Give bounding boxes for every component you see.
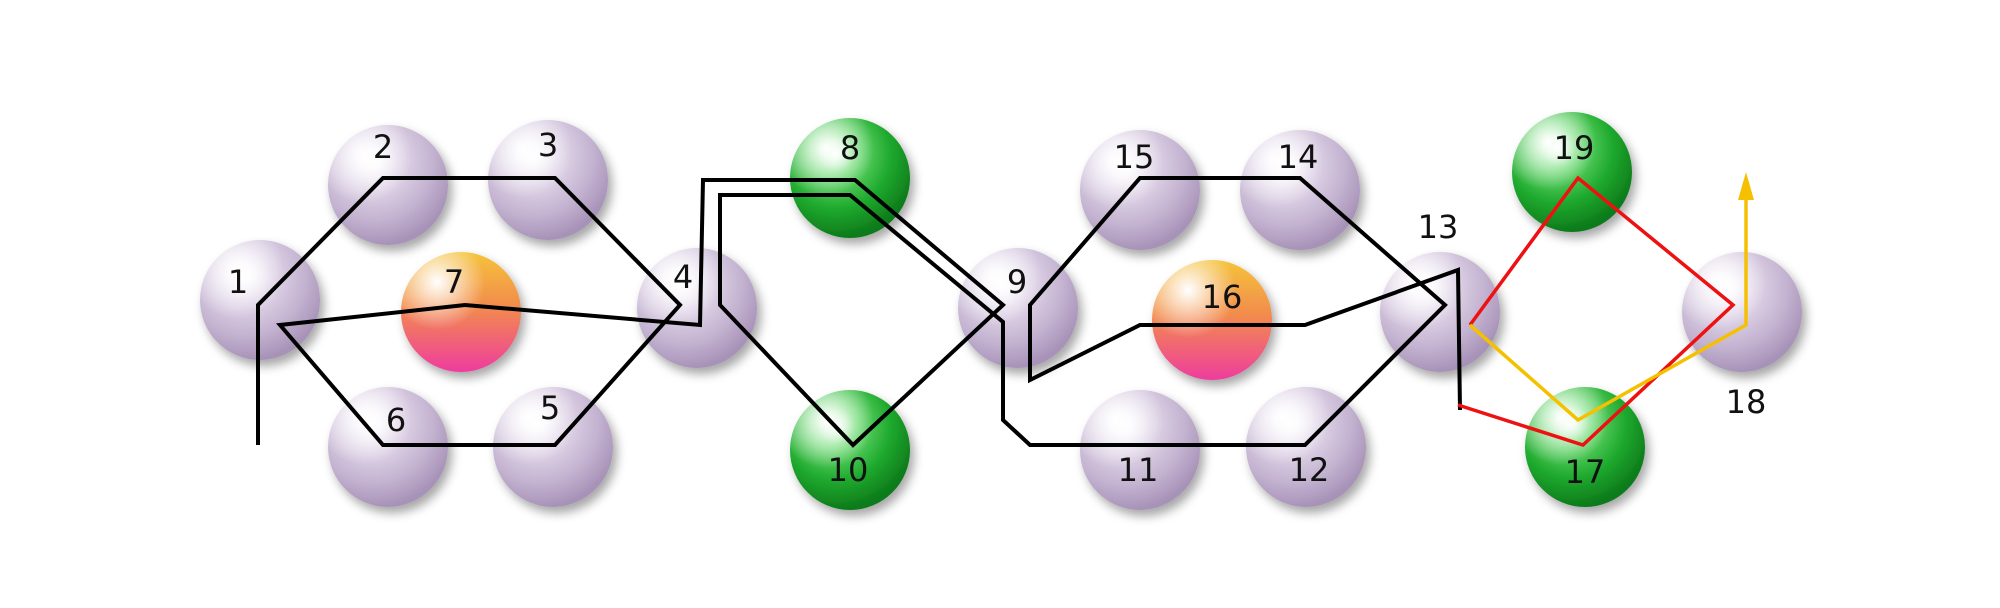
node-2-label: 2 — [373, 128, 393, 166]
node-19-ball — [1512, 112, 1632, 232]
node-12-ball — [1246, 387, 1366, 507]
yellow-arrowhead-icon — [1738, 172, 1754, 200]
node-15-label: 15 — [1114, 138, 1155, 176]
nodes-layer — [200, 112, 1802, 510]
node-11-ball — [1080, 390, 1200, 510]
node-1-label: 1 — [228, 263, 248, 301]
node-5-label: 5 — [540, 389, 560, 427]
node-4-label: 4 — [673, 258, 693, 296]
node-18-label: 18 — [1726, 383, 1767, 421]
node-9-ball — [958, 248, 1078, 368]
node-12-label: 12 — [1289, 451, 1330, 489]
yellow-path — [1468, 180, 1748, 423]
node-14-ball — [1240, 130, 1360, 250]
paths-layer — [256, 172, 1754, 448]
node-18-ball — [1682, 252, 1802, 372]
node-16-label: 16 — [1202, 278, 1243, 316]
node-19-label: 19 — [1554, 129, 1595, 167]
node-9-label: 9 — [1007, 263, 1027, 301]
node-15-ball — [1080, 130, 1200, 250]
red-path — [1457, 175, 1736, 447]
node-10-label: 10 — [828, 451, 869, 489]
node-14-label: 14 — [1278, 138, 1319, 176]
node-11-label: 11 — [1118, 451, 1159, 489]
node-2-ball — [328, 125, 448, 245]
node-7-ball — [401, 252, 521, 372]
node-17-label: 17 — [1565, 453, 1606, 491]
node-4-ball — [637, 248, 757, 368]
node-6-label: 6 — [386, 401, 406, 439]
black-double-path — [256, 176, 1462, 448]
node-8-label: 8 — [840, 129, 860, 167]
node-16-ball — [1152, 260, 1272, 380]
node-7-label: 7 — [444, 263, 464, 301]
node-13-label: 13 — [1418, 208, 1459, 246]
node-3-label: 3 — [538, 126, 558, 164]
